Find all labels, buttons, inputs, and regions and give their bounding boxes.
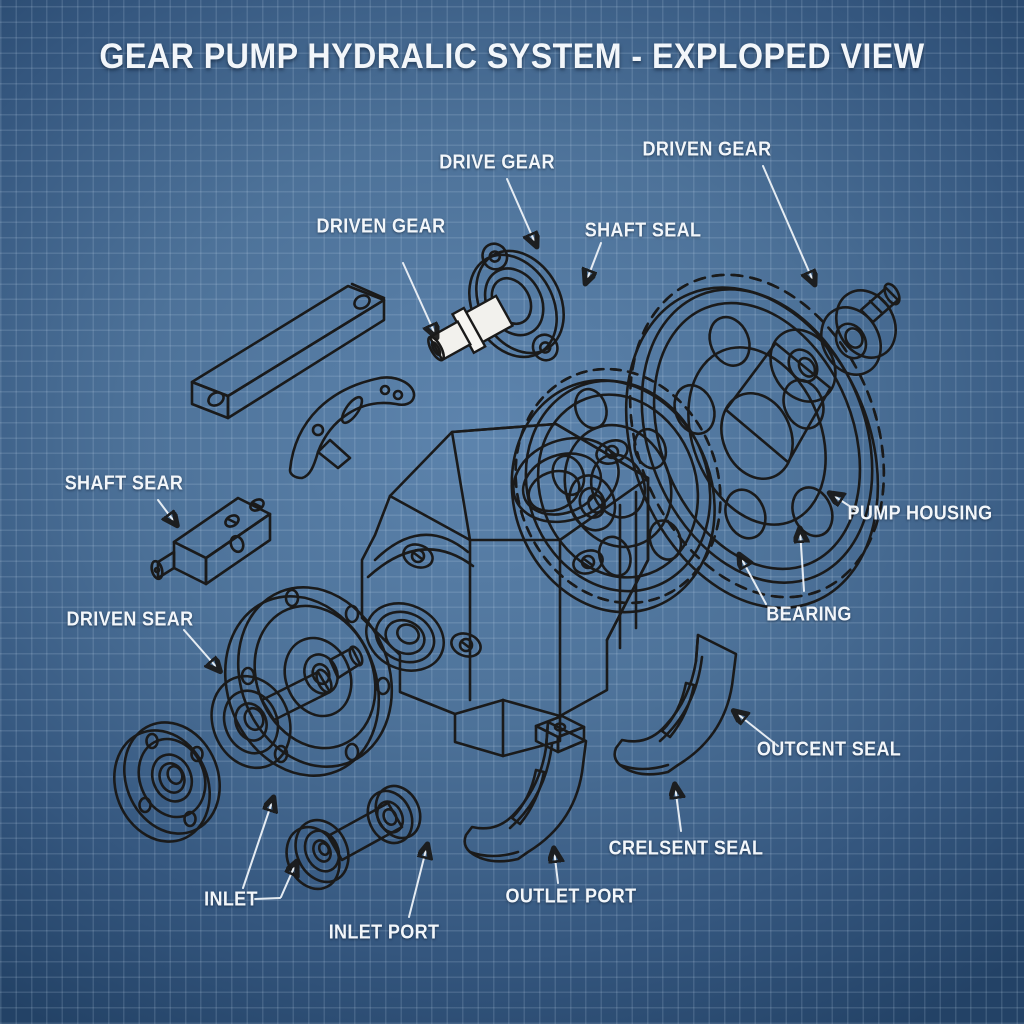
callout-driven-sear: DRIVEN SEAR <box>66 608 194 631</box>
crescent-bracket <box>288 376 416 480</box>
bearing-bolt <box>820 282 901 376</box>
flange-disc <box>113 721 221 843</box>
leader-driven-sear <box>183 629 219 670</box>
callout-driven-gear-top: DRIVEN GEAR <box>642 138 772 161</box>
leader-drive-gear <box>506 178 536 245</box>
leader-bearing-a <box>740 556 767 605</box>
driven-gear <box>624 273 886 610</box>
leader-lines <box>157 165 858 918</box>
callout-driven-gear-left: DRIVEN GEAR <box>316 215 446 238</box>
leader-crelsent-seal <box>675 786 681 832</box>
leader-shaft-sear <box>157 499 176 524</box>
leader-inlet-a <box>280 863 296 898</box>
leader-outlet-port <box>554 850 558 884</box>
leader-driven-gear-left <box>402 262 436 336</box>
callout-inlet-port: INLET PORT <box>328 921 440 944</box>
leader-inlet-dash <box>254 897 281 900</box>
callout-outlet-port: OUTLET PORT <box>505 885 637 908</box>
callout-shaft-seal: SHAFT SEAL <box>584 219 702 242</box>
bearing-hub-flange <box>210 668 333 770</box>
drive-shaft-assembly <box>427 242 565 362</box>
leader-outcent-seal <box>735 712 779 747</box>
callout-crelsent-seal: CRELSENT SEAL <box>608 837 764 860</box>
callout-outcent-seal: OUTCENT SEAL <box>756 738 902 761</box>
callout-inlet: INLET <box>204 888 258 911</box>
leader-shaft-seal <box>586 242 602 282</box>
inlet-spool <box>285 784 422 891</box>
drive-gear <box>510 367 722 614</box>
callout-shaft-sear: SHAFT SEAR <box>64 472 184 495</box>
pad-block <box>534 714 586 754</box>
leader-inlet-port <box>408 846 427 918</box>
callout-drive-gear: DRIVE GEAR <box>439 151 555 174</box>
end-cover-plate <box>223 586 394 777</box>
mounting-bracket <box>190 282 386 420</box>
crescent-seal-right <box>613 633 738 776</box>
leader-pump-housing <box>831 494 858 512</box>
leader-inlet-b <box>242 799 273 889</box>
callout-pump-housing: PUMP HOUSING <box>847 502 993 525</box>
crescent-seal-outlet <box>463 720 588 863</box>
page-title: GEAR PUMP HYDRALIC SYSTEM - EXPLOPED VIE… <box>99 37 925 76</box>
leader-bearing-b <box>800 530 804 592</box>
leader-driven-gear-top <box>762 165 814 283</box>
callout-bearing: BEARING <box>766 603 852 626</box>
pump-housing-body <box>360 422 650 758</box>
shaft-seal-block <box>150 496 272 586</box>
